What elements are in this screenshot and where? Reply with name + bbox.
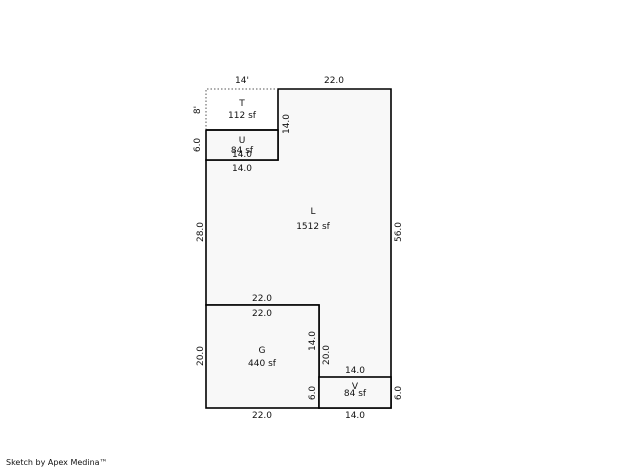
dim-l-right: 56.0 <box>394 222 404 242</box>
area-l-label: L <box>310 207 315 217</box>
dim-u-bottom-outer: 14.0 <box>232 164 252 174</box>
dim-l-top: 22.0 <box>324 76 344 86</box>
dim-u-bottom-inner: 14.0 <box>232 150 252 160</box>
area-u-outline <box>205 129 279 161</box>
area-u-label: U <box>239 136 246 146</box>
dim-t-left: 8' <box>193 106 203 114</box>
area-g-size: 440 sf <box>248 359 277 369</box>
area-t-size: 112 sf <box>228 111 257 121</box>
dim-t-top: 14' <box>235 76 249 86</box>
dim-v-right: 6.0 <box>394 386 404 401</box>
area-v-outline <box>318 376 392 409</box>
area-v-label: V <box>352 382 359 392</box>
dim-l-left: 28.0 <box>196 222 206 242</box>
area-t-label: T <box>238 99 245 109</box>
dim-g-right-lower: 6.0 <box>308 386 318 401</box>
dim-v-top: 14.0 <box>345 366 365 376</box>
dim-g-left: 20.0 <box>196 346 206 366</box>
dim-u-left: 6.0 <box>193 138 203 153</box>
area-l-size: 1512 sf <box>296 222 330 232</box>
area-u-size: 84 sf <box>231 146 254 156</box>
dim-g-right-upper: 14.0 <box>308 331 318 351</box>
dim-u-right: 14.0 <box>282 114 292 134</box>
area-g-label: G <box>259 346 266 356</box>
dim-g-bottom: 22.0 <box>252 411 272 421</box>
area-t-dotted-edge <box>205 88 278 130</box>
dim-v-bottom: 14.0 <box>345 411 365 421</box>
dim-g-top-outer: 22.0 <box>252 294 272 304</box>
area-g-outline <box>205 304 320 409</box>
sketch-credit: Sketch by Apex Medina™ <box>6 458 108 467</box>
area-v-size: 84 sf <box>344 389 367 399</box>
dim-v-left: 20.0 <box>322 345 332 365</box>
dim-g-top-inner: 22.0 <box>252 309 272 319</box>
